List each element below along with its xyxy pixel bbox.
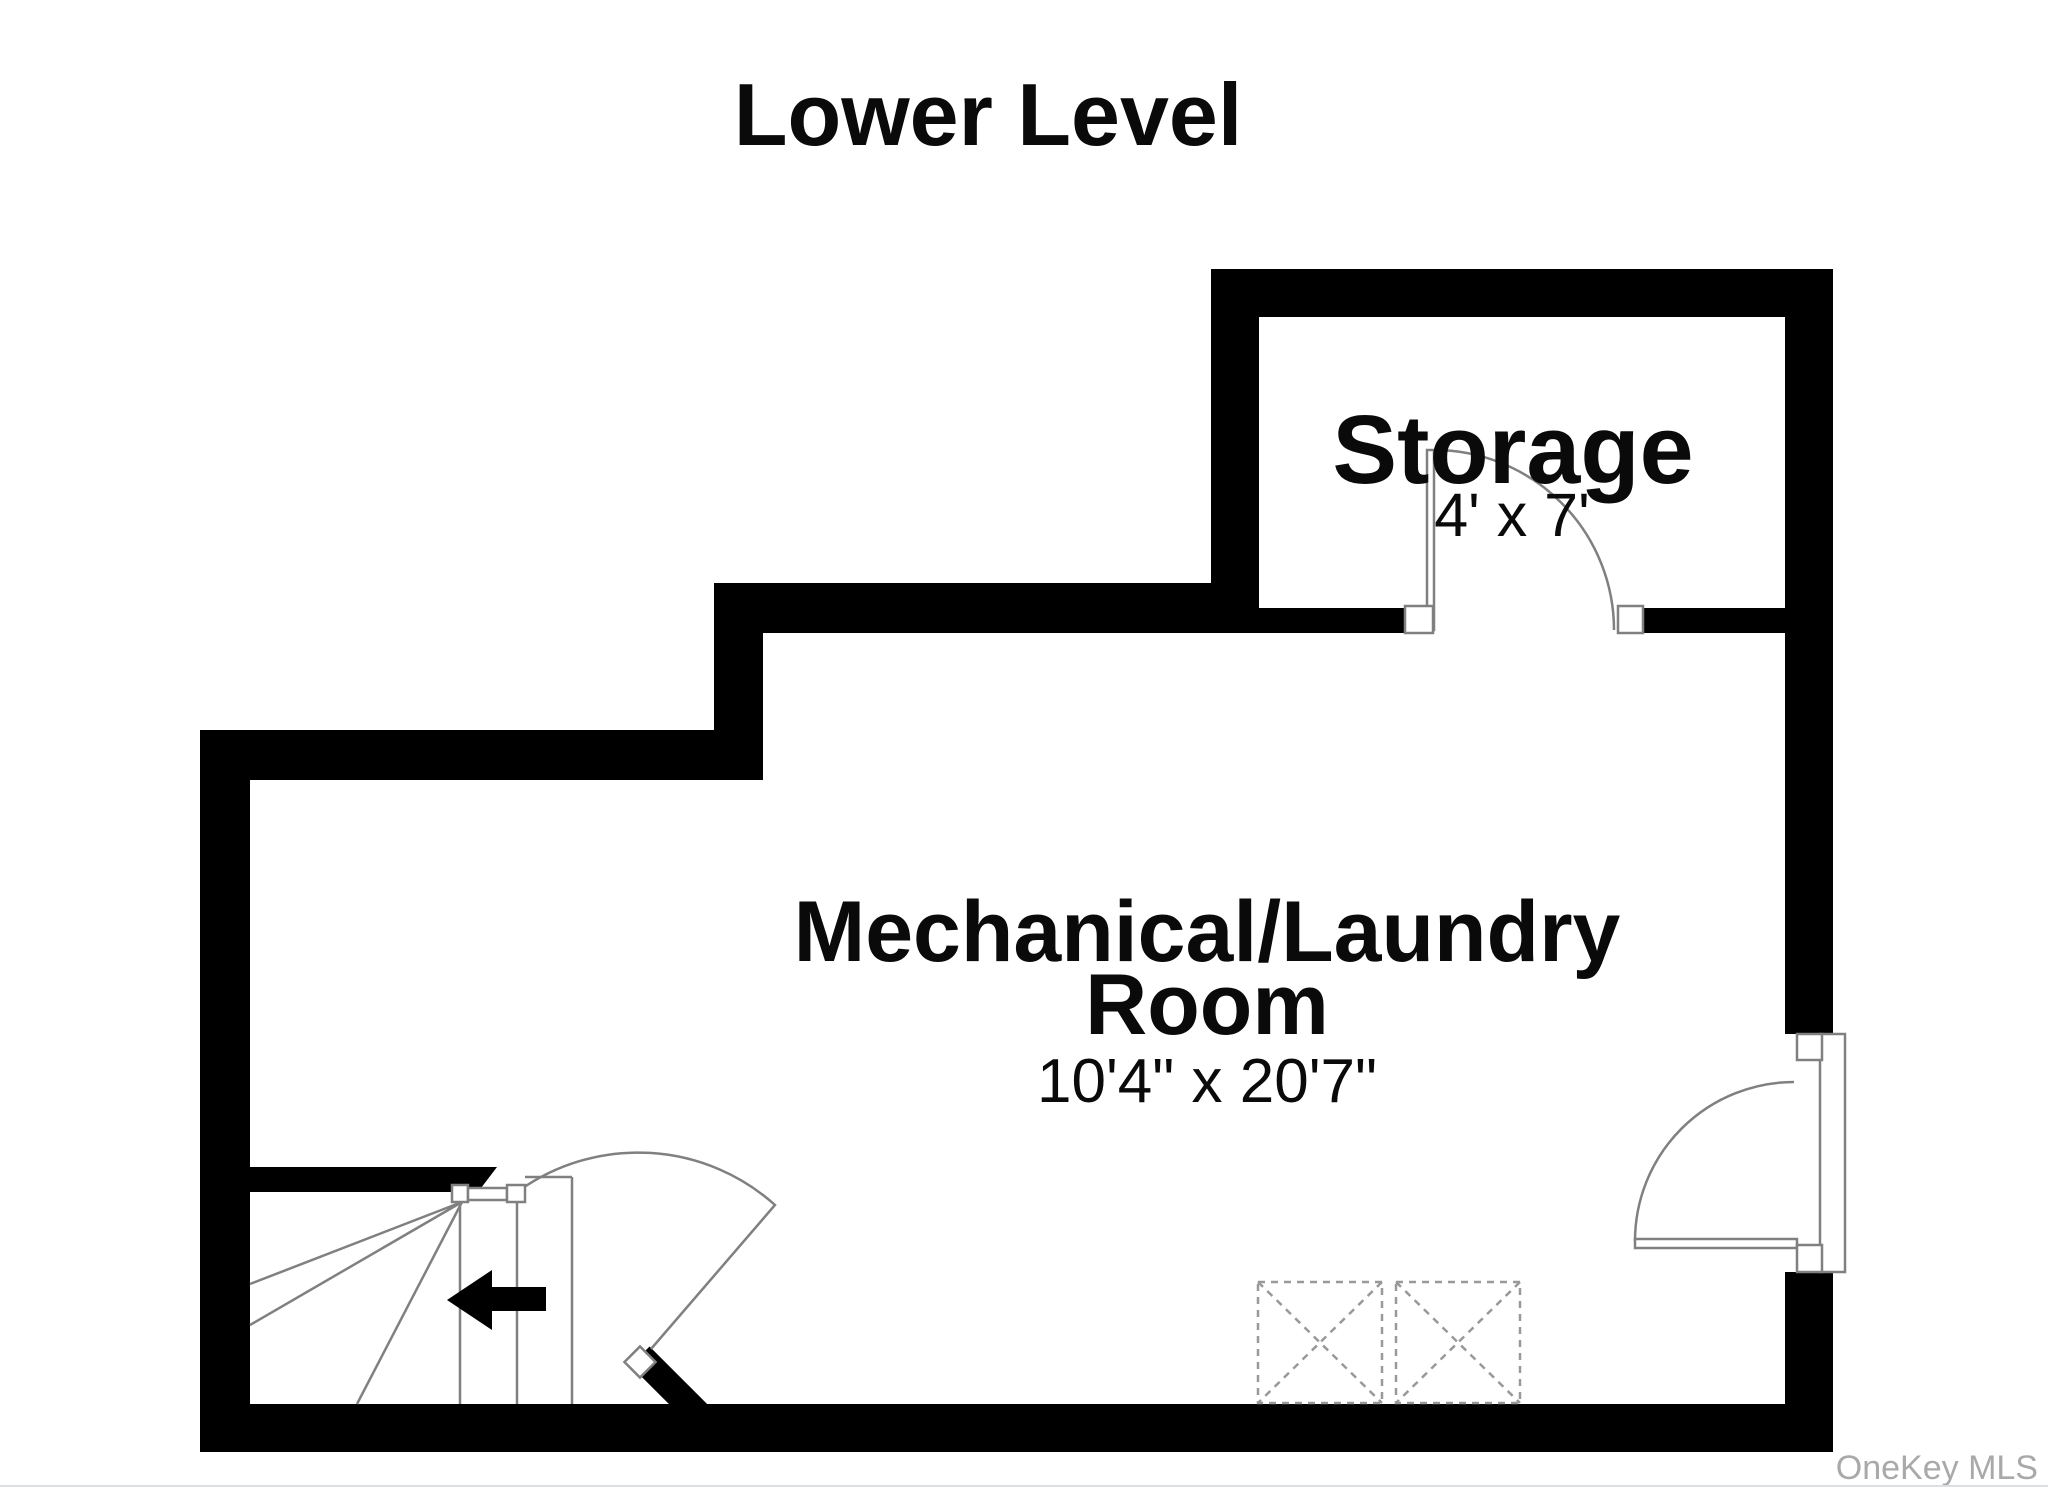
exterior-walls	[200, 269, 1833, 1452]
entry-door-symbol	[1633, 1032, 1847, 1274]
washer-icon	[1256, 1280, 1384, 1405]
washer-dryer-units	[1256, 1280, 1522, 1405]
storage-door-swing-arc	[1433, 448, 1616, 631]
entry-door-panel	[1818, 1032, 1847, 1274]
stair-door-leaf-bar	[466, 1186, 509, 1202]
entry-door-swing-arc	[1633, 1080, 1795, 1242]
stair-partition-wall	[250, 1167, 497, 1192]
storage-door-jamb-left	[1403, 604, 1435, 635]
staircase	[249, 1151, 777, 1448]
storage-room-interior	[1259, 317, 1785, 608]
entry-door-jamb-top	[1795, 1032, 1824, 1062]
angled-door-jamb	[622, 1344, 658, 1380]
storage-door-symbol	[1403, 448, 1645, 635]
stair-door-swing-arc	[519, 1151, 777, 1350]
mechanical-room-interior	[250, 633, 1785, 1404]
bottom-edge-rule	[0, 1485, 2048, 1487]
storage-door-jamb-right	[1616, 604, 1645, 635]
stair-direction-arrow-icon	[447, 1270, 546, 1330]
winder-tread-line-3	[355, 1201, 464, 1405]
stair-door-jamb-right	[505, 1183, 527, 1204]
watermark-text: OneKey MLS	[1836, 1449, 2038, 1487]
storage-room-label: Storage	[1332, 395, 1693, 504]
mechanical-room-label-line1: Mechanical/Laundry	[794, 884, 1621, 980]
entry-door-jamb-bottom	[1795, 1243, 1824, 1274]
mechanical-room-dimensions: 10'4" x 20'7"	[1037, 1047, 1377, 1116]
winder-tread-line-1	[249, 1200, 463, 1286]
page-title: Lower Level	[734, 65, 1243, 164]
entry-door-leaf	[1633, 1237, 1799, 1250]
mechanical-room-label-line2: Room	[1085, 957, 1329, 1053]
dryer-icon	[1394, 1280, 1522, 1405]
winder-tread-line-2	[249, 1200, 463, 1327]
storage-door-opening	[1405, 606, 1643, 634]
angled-wall-segment	[630, 1346, 732, 1448]
stair-door-jamb-left	[450, 1183, 470, 1204]
storage-room-dimensions: 4' x 7'	[1434, 481, 1590, 549]
